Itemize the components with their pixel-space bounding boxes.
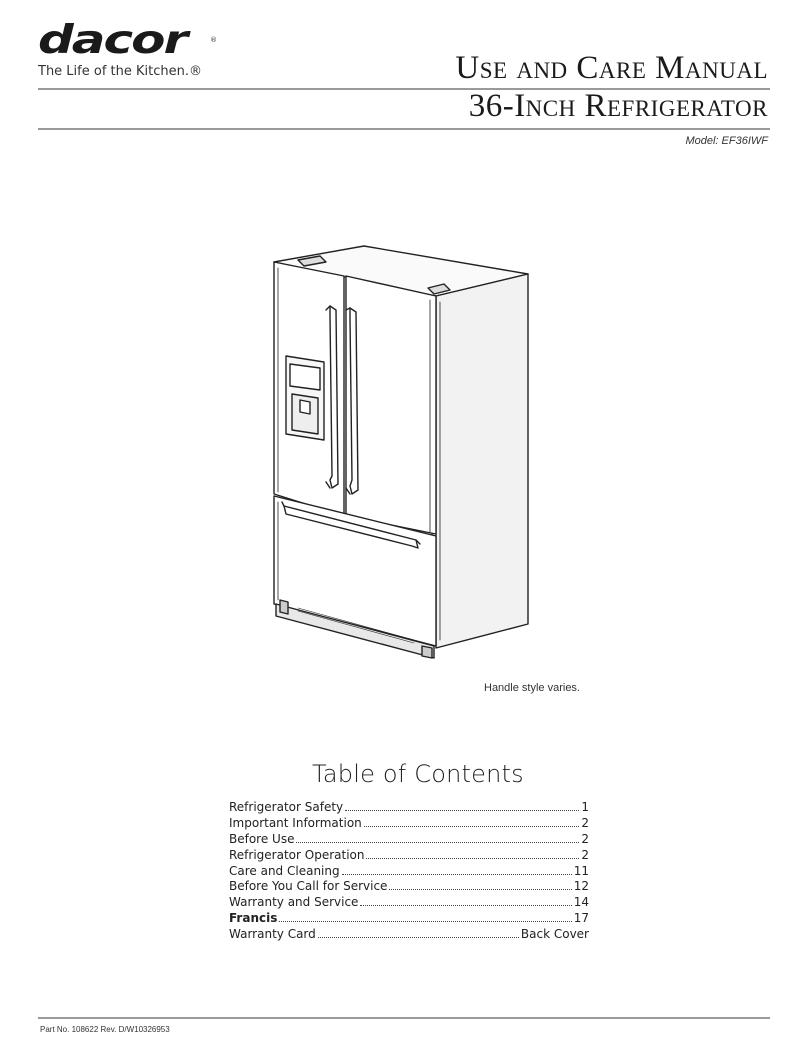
toc-entry-label: Francis xyxy=(229,911,278,926)
toc-entry-label: Warranty and Service xyxy=(229,895,359,910)
toc-leader-dots xyxy=(317,937,519,939)
toc-list: Refrigerator Safety 1 Important Informat… xyxy=(229,800,589,943)
toc-entry-page: 14 xyxy=(573,895,589,910)
toc-leader-dots xyxy=(360,905,572,907)
toc-leader-dots xyxy=(345,810,580,811)
toc-entry-label: Before You Call for Service xyxy=(229,879,388,894)
toc-entry-label: Before Use xyxy=(229,831,295,846)
toc-entry-page: 17 xyxy=(573,911,589,926)
toc-leader-dots xyxy=(366,857,580,859)
footer-rule xyxy=(38,1017,770,1019)
model-number: Model: EF36IWF xyxy=(685,135,768,147)
toc-entry-warranty-and-service[interactable]: Warranty and Service 14 xyxy=(229,895,589,911)
toc-entry-label: Refrigerator Operation xyxy=(229,847,365,862)
logo-wordmark: dacor xyxy=(38,16,188,63)
toc-entry-warranty-card[interactable]: Warranty Card Back Cover xyxy=(229,927,589,943)
toc-entry-care-and-cleaning[interactable]: Care and Cleaning 11 xyxy=(229,864,589,880)
dacor-logo: dacor ® The Life of the Kitchen.® xyxy=(38,16,238,79)
toc-leader-dots xyxy=(279,921,572,923)
toc-heading: Table of Contents xyxy=(312,760,524,788)
toc-entry-before-use[interactable]: Before Use 2 xyxy=(229,832,589,848)
toc-entry-refrigerator-safety[interactable]: Refrigerator Safety 1 xyxy=(229,800,589,816)
logo-tagline: The Life of the Kitchen.® xyxy=(38,64,202,79)
toc-entry-page: 11 xyxy=(573,863,589,878)
toc-entry-important-information[interactable]: Important Information 2 xyxy=(229,816,589,832)
toc-entry-page: 2 xyxy=(581,831,589,846)
toc-leader-dots xyxy=(389,889,572,891)
part-number: Part No. 108622 Rev. D/W10326953 xyxy=(40,1025,170,1034)
toc-entry-before-you-call[interactable]: Before You Call for Service 12 xyxy=(229,879,589,895)
toc-entry-page: 1 xyxy=(581,800,589,814)
figure-caption: Handle style varies. xyxy=(484,682,580,694)
toc-entry-label: Care and Cleaning xyxy=(229,863,340,878)
toc-entry-page: 2 xyxy=(581,847,589,862)
toc-leader-dots xyxy=(341,873,572,875)
toc-entry-label: Important Information xyxy=(229,815,362,830)
toc-leader-dots xyxy=(363,825,580,827)
toc-entry-label: Warranty Card xyxy=(229,927,316,942)
toc-entry-page: Back Cover xyxy=(520,927,589,942)
toc-entry-francis[interactable]: Francis 17 xyxy=(229,911,589,927)
manual-title: Use and Care Manual xyxy=(455,50,768,86)
toc-leader-dots xyxy=(296,841,580,843)
product-title: 36-Inch Refrigerator xyxy=(468,88,768,124)
toc-entry-page: 12 xyxy=(573,879,589,894)
toc-entry-page: 2 xyxy=(581,815,589,830)
refrigerator-illustration xyxy=(273,245,529,659)
title-rule-bottom xyxy=(38,128,770,130)
title-rule-top xyxy=(38,88,770,90)
toc-entry-refrigerator-operation[interactable]: Refrigerator Operation 2 xyxy=(229,848,589,864)
logo-registered-mark: ® xyxy=(210,36,217,44)
toc-entry-label: Refrigerator Safety xyxy=(229,800,344,814)
